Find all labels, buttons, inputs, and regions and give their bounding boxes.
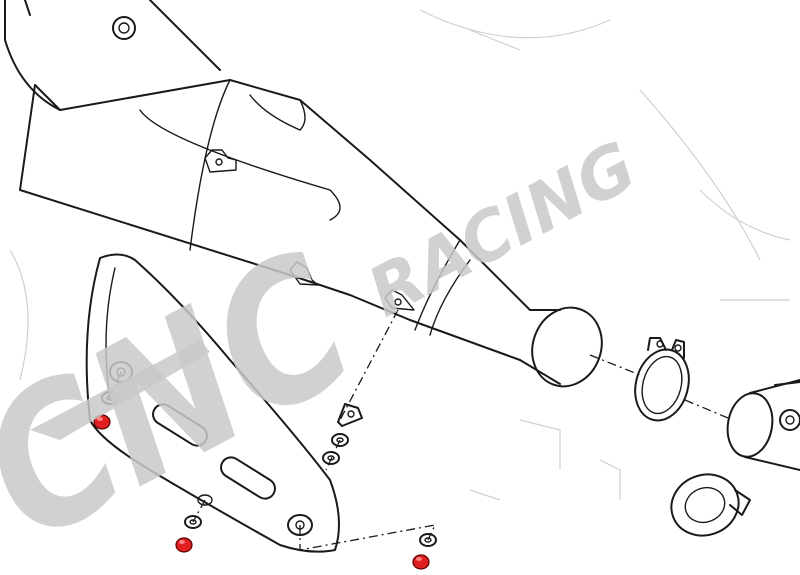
watermark-brand-small: RACING xyxy=(356,127,649,333)
pipe-clamp xyxy=(634,337,690,422)
heat-shield xyxy=(85,253,340,553)
exhaust-silencer xyxy=(4,0,603,388)
background-ghost-lines xyxy=(9,9,791,501)
highlighted-screws xyxy=(93,414,430,570)
socket-screw-highlighted xyxy=(175,537,193,553)
socket-screw-highlighted xyxy=(412,554,430,570)
watermark-swoosh xyxy=(30,340,210,440)
mounting-bracket xyxy=(337,403,363,427)
watermark-logo: CNC RACING xyxy=(0,127,649,575)
link-pipe-assembly xyxy=(670,379,800,537)
